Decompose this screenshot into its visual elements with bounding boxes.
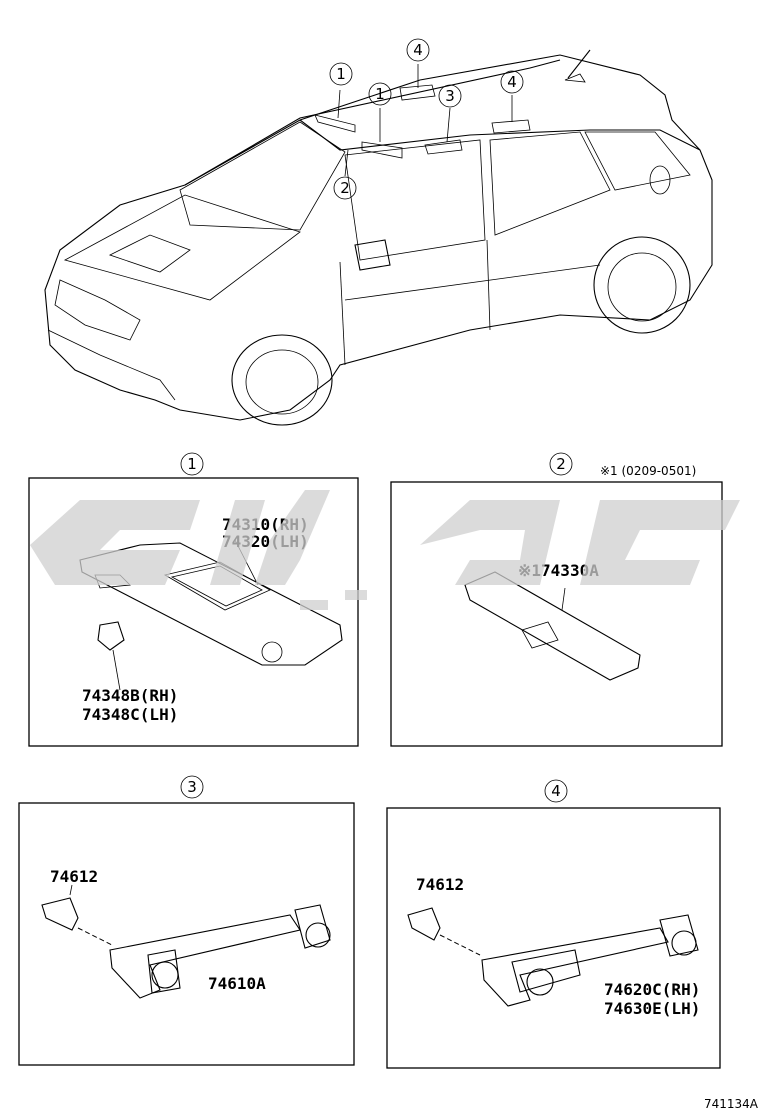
svg-text:4: 4: [551, 782, 561, 800]
callout-1-car-a: 1: [329, 62, 353, 86]
panel-1-callout: 1: [180, 452, 204, 476]
callout-3-car: 3: [438, 84, 462, 108]
figure-id: 741134A: [704, 1097, 759, 1111]
svg-text:74612: 74612: [416, 875, 464, 894]
panel-3-assist-grip: 3 74612 74610A: [18, 775, 355, 1066]
watermark-logo: [30, 490, 740, 610]
callout-2-car: 2: [333, 176, 357, 200]
svg-text:74630E(LH): 74630E(LH): [604, 999, 700, 1018]
svg-text:4: 4: [507, 73, 517, 91]
svg-text:※1 (0209-0501): ※1 (0209-0501): [600, 464, 696, 478]
svg-text:2: 2: [340, 179, 350, 197]
svg-text:1: 1: [375, 85, 385, 103]
svg-text:1: 1: [187, 455, 197, 473]
svg-text:4: 4: [413, 41, 423, 59]
svg-text:2: 2: [556, 455, 566, 473]
svg-text:74612: 74612: [50, 867, 98, 886]
svg-text:1: 1: [336, 65, 346, 83]
panel-4-assist-grip: 4 74612 74620C(RH) 74630E(LH): [386, 779, 721, 1069]
svg-text:3: 3: [187, 778, 197, 796]
callout-4-car-b: 4: [500, 70, 524, 94]
svg-text:3: 3: [445, 87, 455, 105]
svg-text:74348C(LH): 74348C(LH): [82, 705, 178, 724]
svg-text:74620C(RH): 74620C(RH): [604, 980, 700, 999]
panel-3-callout: 3: [180, 775, 204, 799]
car-overview: [44, 49, 713, 426]
callout-4-car-a: 4: [406, 38, 430, 62]
panel-2-callout: 2: [549, 452, 573, 476]
svg-text:74348B(RH): 74348B(RH): [82, 686, 178, 705]
svg-text:74610A: 74610A: [208, 974, 266, 993]
panel-2-sun-visor: 2 ※1 (0209-0501) ※174330A: [390, 452, 723, 747]
panel-4-callout: 4: [544, 779, 568, 803]
callout-1-car-b: 1: [368, 82, 392, 106]
